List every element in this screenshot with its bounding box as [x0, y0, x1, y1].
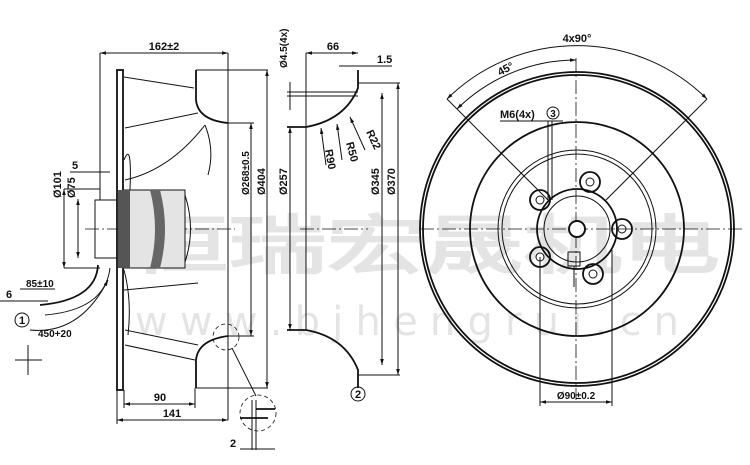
outer-ring: [419, 71, 735, 387]
inlet-circle: [469, 121, 685, 337]
nozzle-profile-top: [287, 70, 359, 128]
dim-nozzle-outer-1: Ø345: [370, 168, 382, 195]
dim-nozzle-outer-2: Ø370: [386, 168, 398, 195]
dim-radius-22: R22: [363, 128, 382, 151]
detail-view: [239, 394, 277, 432]
inlet-ring-top: [195, 70, 229, 124]
dim-depth-141: 141: [163, 408, 181, 420]
inlet-ring-bottom: [195, 335, 229, 388]
dim-bolt-circle: Ø90±0.2: [557, 391, 596, 402]
nozzle-view: 66 1.5 Ø4.5(4x) Ø257 Ø345 Ø370 R90 R50 R…: [278, 29, 400, 402]
thread-label: M6(4x): [500, 109, 535, 121]
dim-nozzle-depth: 66: [327, 41, 339, 53]
marker-3: [546, 106, 560, 120]
dim-lip-thickness: 1.5: [377, 54, 392, 66]
nozzle-profile-bottom: [287, 329, 359, 388]
dim-inlet-diameter: Ø268±0.5: [241, 151, 252, 195]
dim-hole-diameter: Ø4.5(4x): [279, 29, 290, 68]
dim-radius-50: R50: [343, 141, 360, 164]
detail-callout: [212, 323, 240, 351]
dim-radius-90: R90: [322, 148, 337, 170]
dim-hub-outer: Ø101: [52, 171, 64, 198]
watermark-text: 恒瑞宏晟机电: [130, 210, 720, 284]
dim-cable-end: 6: [6, 289, 12, 301]
nozzle-marker: 2: [355, 389, 361, 401]
cable-marker: 1: [19, 315, 25, 327]
dim-impeller-diameter: Ø404: [256, 167, 268, 195]
watermark-url: w w w . b j h e n g r u i . c n: [135, 299, 695, 345]
dim-overall-length: 162±2: [149, 41, 180, 53]
marker-1: [14, 312, 30, 328]
dim-cable-length: 450+20: [38, 329, 72, 340]
dim-hub-inner: Ø75: [66, 177, 78, 198]
dim-depth-90: 90: [154, 392, 166, 404]
dim-cable-strip: 85±10: [26, 279, 54, 290]
dim-detail-gap: 2: [230, 438, 236, 450]
dim-hole-pattern: 4x90°: [563, 33, 592, 45]
front-marker: 3: [550, 109, 556, 120]
mounting-bosses: [529, 171, 633, 285]
motor-hub-front: [536, 188, 618, 270]
front-view: 4x90° 45° M6(4x) 3 Ø90±0.2: [419, 33, 742, 406]
marker-2: [350, 386, 366, 402]
dim-nozzle-inner: Ø257: [278, 168, 290, 195]
side-view: 1 162±2 5 Ø101 Ø75 Ø268±0.5 Ø404 85±10 6…: [0, 41, 277, 450]
dim-flange-offset: 5: [72, 160, 78, 172]
